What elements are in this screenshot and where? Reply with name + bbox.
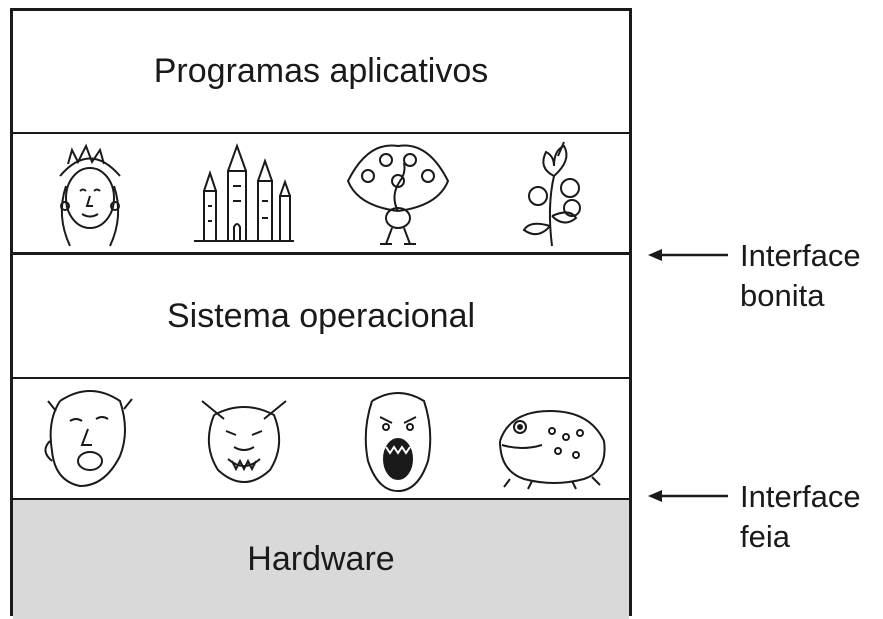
ugly-interface-label: Interface feia bbox=[740, 477, 861, 557]
layer-operating-system: Sistema operacional bbox=[13, 255, 629, 379]
pretty-interface-label: Interface bonita bbox=[740, 236, 861, 316]
pretty-interface-line2: bonita bbox=[740, 278, 825, 313]
toad-icon bbox=[492, 381, 612, 496]
queen-icon bbox=[30, 136, 150, 251]
flower-icon bbox=[492, 136, 612, 251]
peacock-icon bbox=[338, 136, 458, 251]
ugly-interface-line1: Interface bbox=[740, 479, 861, 514]
screaming-ogre-icon bbox=[338, 381, 458, 496]
layer-application-programs-label: Programas aplicativos bbox=[153, 52, 489, 90]
ugly-illustrations-row bbox=[13, 379, 629, 500]
ugly-interface-arrow bbox=[648, 488, 730, 504]
layer-operating-system-label: Sistema operacional bbox=[166, 296, 476, 335]
castle-icon bbox=[184, 136, 304, 251]
ugly-interface-line2: feia bbox=[740, 519, 790, 554]
pretty-interface-line1: Interface bbox=[740, 238, 861, 273]
layer-stack: Programas aplicativos bbox=[10, 8, 632, 619]
layer-hardware: Hardware bbox=[13, 500, 629, 619]
pretty-interface-arrow bbox=[648, 247, 730, 263]
pretty-illustrations-row bbox=[13, 134, 629, 255]
beast-face-icon bbox=[184, 381, 304, 496]
layer-application-programs: Programas aplicativos bbox=[13, 11, 629, 134]
layer-hardware-label: Hardware bbox=[247, 540, 395, 578]
ugly-face-icon bbox=[30, 381, 150, 496]
